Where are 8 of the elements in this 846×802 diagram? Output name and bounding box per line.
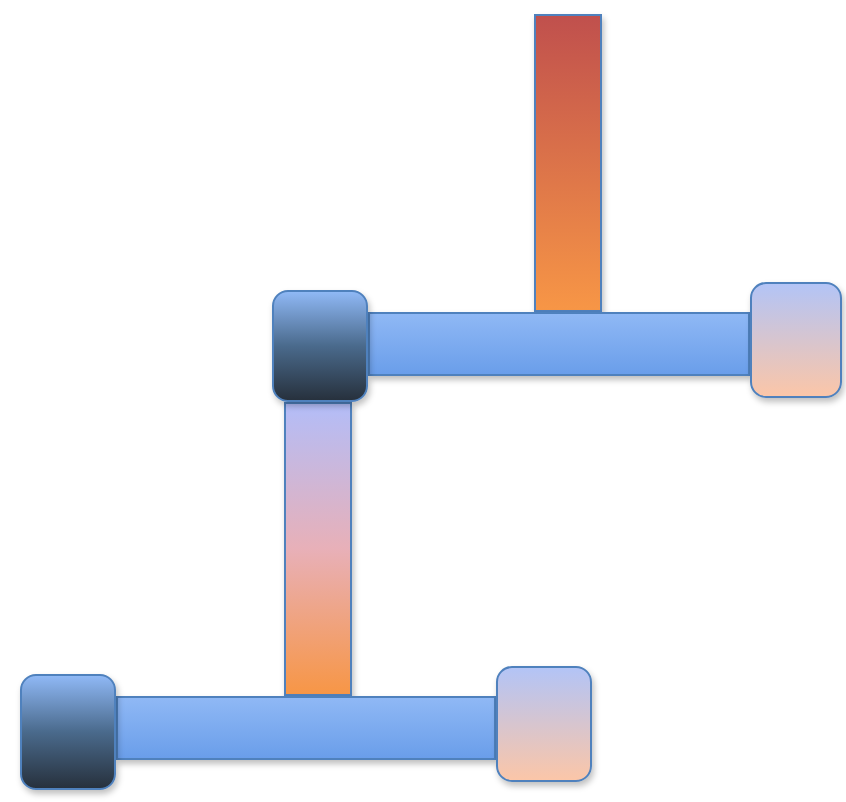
- vertical-bar: [284, 402, 352, 696]
- square-block: [20, 674, 116, 790]
- horizontal-bar: [116, 696, 496, 760]
- horizontal-bar: [368, 312, 750, 376]
- square-block: [496, 666, 592, 782]
- square-block: [272, 290, 368, 402]
- square-block: [750, 282, 842, 398]
- vertical-bar: [534, 14, 602, 312]
